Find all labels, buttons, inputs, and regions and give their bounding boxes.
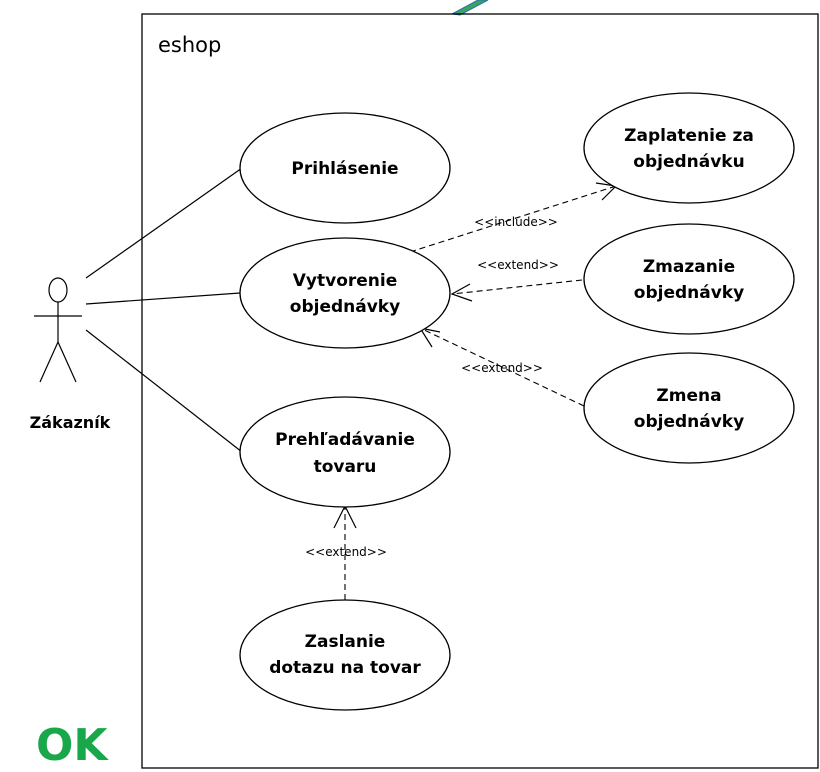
svg-text:objednávky: objednávky [634,412,744,432]
extend-relation-zmazanie: <<extend>> [450,258,583,302]
actor-name: Zákazník [30,413,111,432]
association-prihlasenie [85,167,243,279]
use-case-zmena: Zmena objednávky [583,352,795,464]
association-vytvorenie [85,292,241,305]
use-case-prehladavanie-tovaru: Prehľadávanie tovaru [239,396,451,508]
extend-relation-zmena: <<extend>> [418,327,585,407]
actor-head [48,277,68,303]
use-case-vytvorenie-objednavky: Vytvorenie objednávky [239,237,451,349]
svg-text:objednávky: objednávky [290,297,400,317]
svg-text:dotazu na tovar: dotazu na tovar [269,658,421,678]
use-case-prihlasenie: Prihlásenie [239,112,451,224]
svg-text:Prihlásenie: Prihlásenie [291,159,398,179]
svg-text:Prehľadávanie: Prehľadávanie [275,430,415,450]
include-relation: <<include>> [409,182,618,253]
extend-label-zmena: <<extend>> [461,361,543,375]
association-prehladavanie [85,329,243,453]
actor-figure [34,277,82,383]
extend-label-zmazanie: <<extend>> [477,258,559,272]
svg-text:Zaplatenie za: Zaplatenie za [624,126,754,146]
svg-text:tovaru: tovaru [314,457,377,477]
use-case-zaplatenie: Zaplatenie za objednávku [583,92,795,204]
use-case-zaslanie-dotazu: Zaslanie dotazu na tovar [239,599,451,711]
svg-text:Zaslanie: Zaslanie [305,632,386,652]
actor-associations [85,167,243,453]
system-title: eshop [158,33,221,57]
svg-text:objednávku: objednávku [633,152,744,172]
use-case-zmazanie: Zmazanie objednávky [583,223,795,335]
verdict-ok: OK [36,720,109,771]
extend-label-zaslanie: <<extend>> [305,545,387,559]
svg-text:Zmena: Zmena [656,386,721,406]
decorative-arrow-fragment [450,0,489,16]
svg-text:Vytvorenie: Vytvorenie [293,271,398,291]
svg-text:objednávky: objednávky [634,283,744,303]
system-boundary [141,13,819,769]
svg-text:Zmazanie: Zmazanie [643,257,735,277]
extend-relation-zaslanie: <<extend>> [305,504,387,600]
include-label: <<include>> [474,215,558,229]
